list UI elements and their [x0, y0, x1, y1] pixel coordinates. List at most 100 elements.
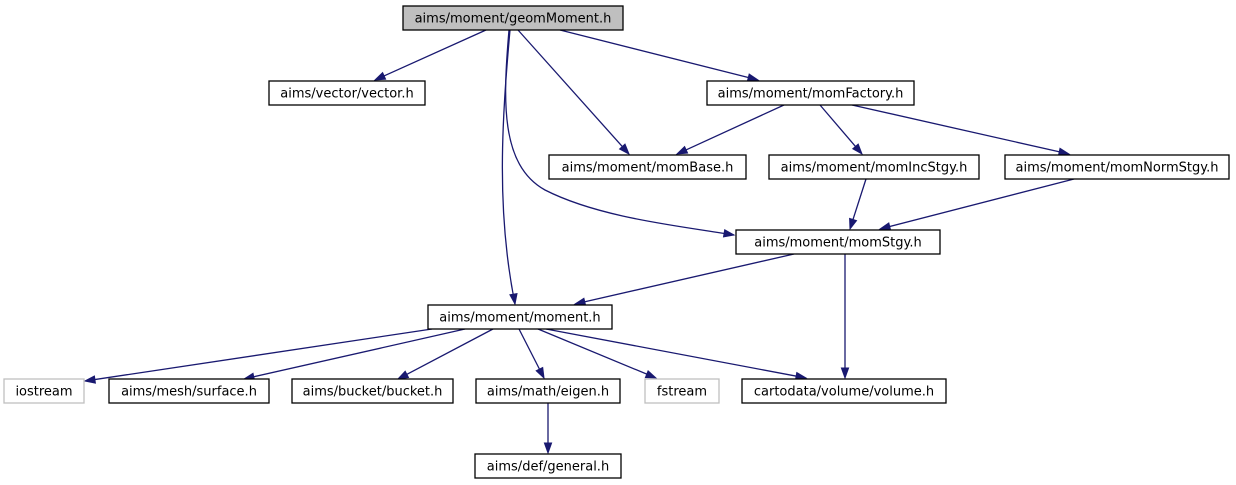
- node-fstream: fstream: [644, 378, 720, 404]
- edge-line: [252, 328, 466, 378]
- edge-eigen-to-general: [543, 403, 553, 455]
- arrow-head-icon: [746, 73, 760, 82]
- node-momIncStgy[interactable]: aims/moment/momIncStgy.h: [768, 154, 980, 180]
- node-box: [291, 378, 454, 404]
- edge-line: [545, 328, 798, 377]
- edge-line: [518, 328, 541, 371]
- node-label: aims/moment/geomMoment.h: [415, 12, 612, 27]
- arrow-head-icon: [675, 145, 689, 155]
- node-label: aims/moment/momFactory.h: [718, 87, 904, 102]
- node-momNormStgy[interactable]: aims/moment/momNormStgy.h: [1004, 154, 1230, 180]
- node-box: [474, 453, 622, 479]
- node-box: [475, 378, 621, 404]
- edge-geomMoment-to-momFactory: [559, 29, 760, 82]
- node-label: fstream: [657, 385, 707, 400]
- node-label: iostream: [15, 385, 72, 400]
- arrow-head-icon: [644, 369, 658, 379]
- edge-moment-to-eigen: [518, 328, 545, 380]
- edge-line: [501, 29, 516, 305]
- node-label: aims/moment/momStgy.h: [754, 236, 921, 251]
- node-general[interactable]: aims/def/general.h: [474, 453, 622, 479]
- node-box: [268, 80, 426, 106]
- node-label: aims/moment/momBase.h: [562, 161, 734, 176]
- node-label: aims/bucket/bucket.h: [303, 385, 443, 400]
- node-label: aims/moment/moment.h: [439, 311, 600, 326]
- node-surface[interactable]: aims/mesh/surface.h: [108, 378, 270, 404]
- edge-line: [852, 178, 867, 221]
- node-momBase[interactable]: aims/moment/momBase.h: [548, 154, 747, 180]
- node-box: [427, 304, 613, 330]
- node-eigen[interactable]: aims/math/eigen.h: [475, 378, 621, 404]
- edge-line: [504, 29, 735, 236]
- edge-momStgy-to-moment: [573, 253, 795, 306]
- edge-momStgy-to-volume: [840, 254, 850, 380]
- arrow-head-icon: [851, 143, 863, 156]
- edge-geomMoment-to-moment: [501, 29, 518, 306]
- edge-line: [583, 253, 795, 303]
- nodes-layer: aims/moment/geomMoment.h aims/vector/vect…: [3, 5, 1230, 479]
- edge-line: [684, 104, 785, 151]
- node-iostream: iostream: [3, 378, 85, 404]
- node-geomMoment[interactable]: aims/moment/geomMoment.h: [402, 5, 624, 31]
- node-label: aims/def/general.h: [487, 460, 609, 475]
- edge-line: [537, 328, 648, 376]
- arrow-head-icon: [535, 366, 545, 380]
- arrow-head-icon: [722, 229, 736, 238]
- arrow-head-icon: [840, 367, 850, 380]
- node-box: [3, 378, 85, 404]
- node-box: [402, 5, 624, 31]
- edge-line: [93, 328, 433, 381]
- arrow-head-icon: [509, 292, 518, 306]
- edge-momNormStgy-to-momStgy: [878, 178, 1075, 231]
- edge-momFactory-to-momIncStgy: [819, 104, 863, 156]
- node-label: aims/math/eigen.h: [487, 385, 609, 400]
- edge-moment-to-fstream: [537, 328, 658, 379]
- node-label: aims/vector/vector.h: [280, 87, 413, 102]
- edge-moment-to-bucket: [396, 328, 494, 380]
- arrow-head-icon: [618, 143, 630, 156]
- node-bucket[interactable]: aims/bucket/bucket.h: [291, 378, 454, 404]
- node-moment[interactable]: aims/moment/moment.h: [427, 304, 613, 330]
- edge-line: [405, 328, 494, 376]
- edge-moment-to-surface: [242, 328, 466, 381]
- arrow-head-icon: [373, 71, 387, 81]
- edge-momFactory-to-momNormStgy: [851, 104, 1071, 156]
- node-box: [741, 378, 947, 404]
- node-volume[interactable]: cartodata/volume/volume.h: [741, 378, 947, 404]
- edges-layer: [83, 29, 1075, 455]
- node-momFactory[interactable]: aims/moment/momFactory.h: [706, 80, 915, 106]
- node-box: [1004, 154, 1230, 180]
- node-box: [644, 378, 720, 404]
- edge-line: [382, 29, 487, 77]
- arrow-head-icon: [1057, 147, 1071, 156]
- arrow-head-icon: [543, 442, 553, 455]
- edge-momFactory-to-momBase: [675, 104, 785, 155]
- node-box: [768, 154, 980, 180]
- node-label: aims/mesh/surface.h: [121, 385, 257, 400]
- node-box: [108, 378, 270, 404]
- arrow-head-icon: [396, 370, 410, 380]
- arrow-head-icon: [573, 297, 587, 306]
- edge-line: [819, 104, 857, 148]
- edge-moment-to-volume: [545, 328, 808, 381]
- arrow-head-icon: [878, 222, 892, 231]
- edge-line: [517, 29, 624, 148]
- edge-geomMoment-to-vector: [373, 29, 487, 81]
- arrow-head-icon: [849, 217, 858, 231]
- edge-line: [851, 104, 1061, 153]
- node-label: cartodata/volume/volume.h: [754, 385, 934, 400]
- node-label: aims/moment/momNormStgy.h: [1016, 161, 1219, 176]
- edge-geomMoment-to-momBase: [517, 29, 630, 156]
- edge-geomMoment-to-momStgy: [504, 29, 736, 238]
- node-box: [548, 154, 747, 180]
- arrow-head-icon: [83, 375, 96, 384]
- edge-momIncStgy-to-momStgy: [849, 178, 867, 231]
- node-vector[interactable]: aims/vector/vector.h: [268, 80, 426, 106]
- edge-line: [559, 29, 750, 79]
- edge-moment-to-iostream: [83, 328, 433, 384]
- edge-line: [888, 178, 1075, 228]
- node-box: [706, 80, 915, 106]
- node-momStgy[interactable]: aims/moment/momStgy.h: [735, 229, 941, 255]
- node-label: aims/moment/momIncStgy.h: [781, 161, 968, 176]
